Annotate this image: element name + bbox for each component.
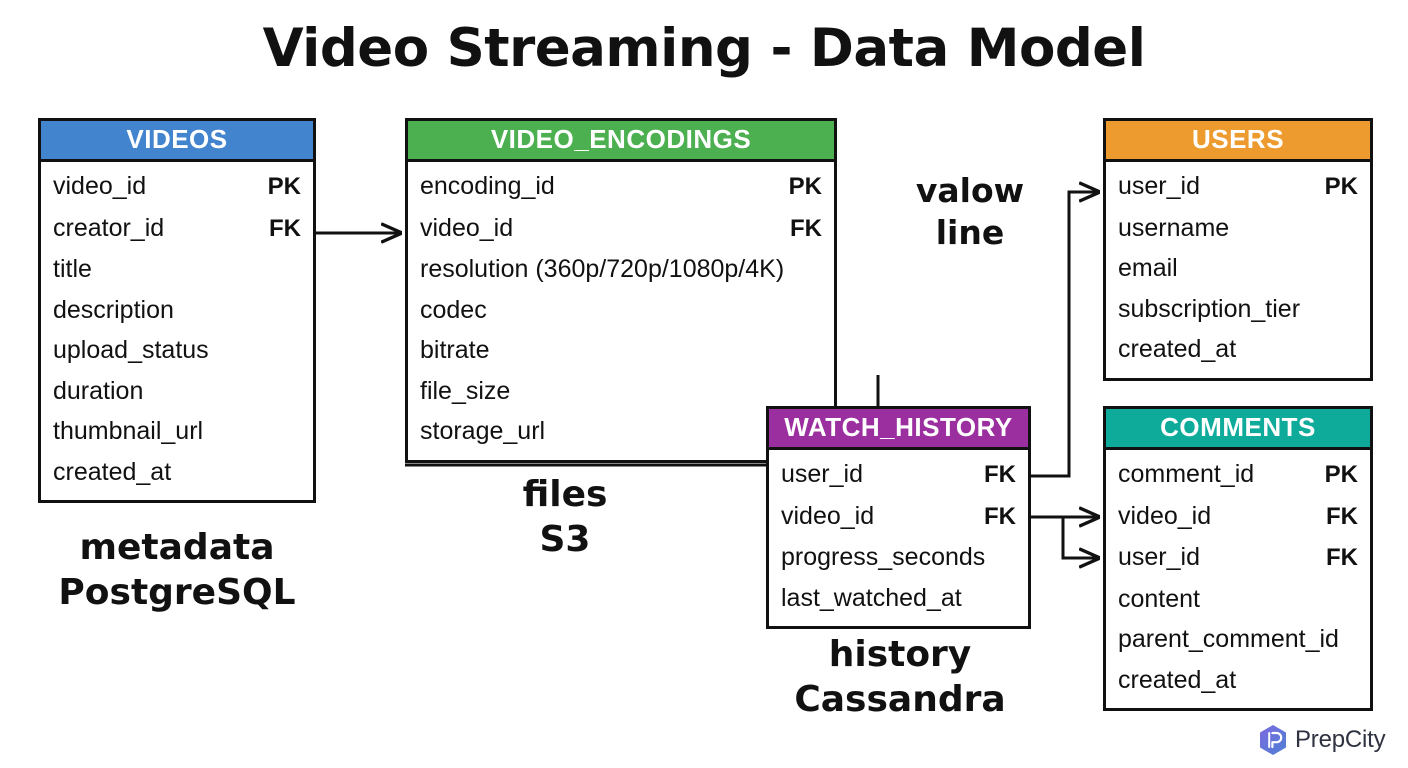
table-row: codec (420, 290, 822, 331)
table-row: subscription_tier (1118, 289, 1358, 330)
table-row: resolution (360p/720p/1080p/4K) (420, 249, 822, 290)
field-name: description (53, 295, 174, 324)
field-key: FK (790, 214, 822, 242)
field-name: encoding_id (420, 172, 555, 200)
table-row: video_id PK (53, 166, 301, 208)
entity-videos[interactable]: VIDEOS video_id PK creator_id FK title d… (38, 118, 316, 503)
table-row: description (53, 290, 301, 331)
field-name: subscription_tier (1118, 294, 1301, 323)
field-name: user_id (1118, 172, 1200, 200)
field-name: last_watched_at (781, 583, 962, 612)
field-name: video_id (53, 172, 147, 200)
table-row: content (1118, 579, 1358, 620)
table-row: email (1118, 248, 1358, 289)
table-row: video_id FK (1118, 496, 1358, 538)
field-name: upload_status (53, 336, 209, 364)
field-name: email (1118, 254, 1178, 282)
field-name: created_at (53, 457, 172, 486)
table-row: upload_status (53, 330, 301, 371)
entity-videos-header: VIDEOS (41, 121, 313, 162)
entity-videos-fields: video_id PK creator_id FK title descript… (41, 162, 313, 500)
page-title: Video Streaming - Data Model (262, 18, 1146, 79)
table-row: file_size (420, 371, 822, 412)
table-row: last_watched_at (781, 578, 1016, 619)
table-row: encoding_id PK (420, 166, 822, 208)
table-row: created_at (1118, 329, 1358, 370)
note-flow-line: valow line (915, 171, 1025, 252)
table-row: video_id FK (781, 496, 1016, 538)
field-name: user_id (781, 460, 863, 488)
field-name: resolution (360p/720p/1080p/4K) (420, 255, 785, 283)
table-row: comment_id PK (1118, 454, 1358, 496)
field-name: video_id (420, 213, 514, 242)
logo-text: PrepCity (1295, 726, 1386, 753)
field-key: PK (267, 173, 301, 200)
field-name: bitrate (420, 336, 490, 364)
field-name: comment_id (1118, 460, 1255, 488)
field-name: creator_id (53, 213, 165, 242)
table-row: duration (53, 371, 301, 412)
entity-users-fields: user_id PK username email subscription_t… (1106, 162, 1370, 378)
field-name: storage_url (420, 417, 546, 445)
field-key: FK (1326, 502, 1358, 530)
field-name: username (1118, 213, 1230, 242)
entity-comments[interactable]: COMMENTS comment_id PK video_id FK user_… (1103, 406, 1373, 711)
table-row: created_at (53, 452, 301, 493)
entity-watch-history-fields: user_id FK video_id FK progress_seconds … (769, 450, 1028, 626)
entity-comments-fields: comment_id PK video_id FK user_id FK con… (1106, 450, 1370, 708)
table-row: bitrate (420, 330, 822, 371)
field-key: FK (1326, 544, 1358, 571)
field-name: parent_comment_id (1118, 625, 1339, 653)
table-row: parent_comment_id (1118, 619, 1358, 660)
entity-watch-history[interactable]: WATCH_HISTORY user_id FK video_id FK pro… (766, 406, 1031, 629)
table-row: created_at (1118, 660, 1358, 701)
field-name: video_id (781, 501, 875, 530)
field-key: FK (269, 214, 301, 242)
field-key: FK (984, 461, 1016, 488)
note-files: files S3 (522, 474, 608, 560)
table-row: thumbnail_url (53, 411, 301, 452)
prepcity-logo: PrepCity (1258, 724, 1386, 756)
table-row: username (1118, 208, 1358, 249)
field-key: PK (788, 173, 822, 200)
entity-video-encodings-header: VIDEO_ENCODINGS (408, 121, 834, 162)
field-key: PK (1324, 173, 1358, 200)
table-row: user_id FK (1118, 537, 1358, 579)
field-name: content (1118, 584, 1201, 613)
hexagon-logo-icon (1260, 725, 1286, 755)
table-row: progress_seconds (781, 537, 1016, 578)
field-name: thumbnail_url (53, 417, 204, 445)
field-name: progress_seconds (781, 543, 986, 571)
entity-watch-history-header: WATCH_HISTORY (769, 409, 1028, 450)
table-row: user_id FK (781, 454, 1016, 496)
field-name: created_at (1118, 335, 1237, 363)
field-name: created_at (1118, 665, 1237, 694)
entity-users-header: USERS (1106, 121, 1370, 162)
entity-users[interactable]: USERS user_id PK username email subscrip… (1103, 118, 1373, 381)
note-history: history Cassandra (794, 634, 1006, 720)
field-name: file_size (420, 376, 511, 405)
field-name: user_id (1118, 543, 1200, 571)
table-row: storage_url (420, 411, 822, 452)
table-row: creator_id FK (53, 208, 301, 250)
entity-video-encodings[interactable]: VIDEO_ENCODINGS encoding_id PK video_id … (405, 118, 837, 463)
field-name: video_id (1118, 501, 1212, 530)
note-metadata: metadata PostgreSQL (58, 527, 296, 613)
field-name: title (53, 255, 92, 283)
field-key: FK (984, 502, 1016, 530)
entity-video-encodings-fields: encoding_id PK video_id FK resolution (3… (408, 162, 834, 460)
field-name: codec (420, 295, 487, 324)
field-key: PK (1324, 461, 1358, 488)
table-row: user_id PK (1118, 166, 1358, 208)
table-row: video_id FK (420, 208, 822, 250)
entity-comments-header: COMMENTS (1106, 409, 1370, 450)
field-name: duration (53, 376, 144, 405)
table-row: title (53, 249, 301, 290)
